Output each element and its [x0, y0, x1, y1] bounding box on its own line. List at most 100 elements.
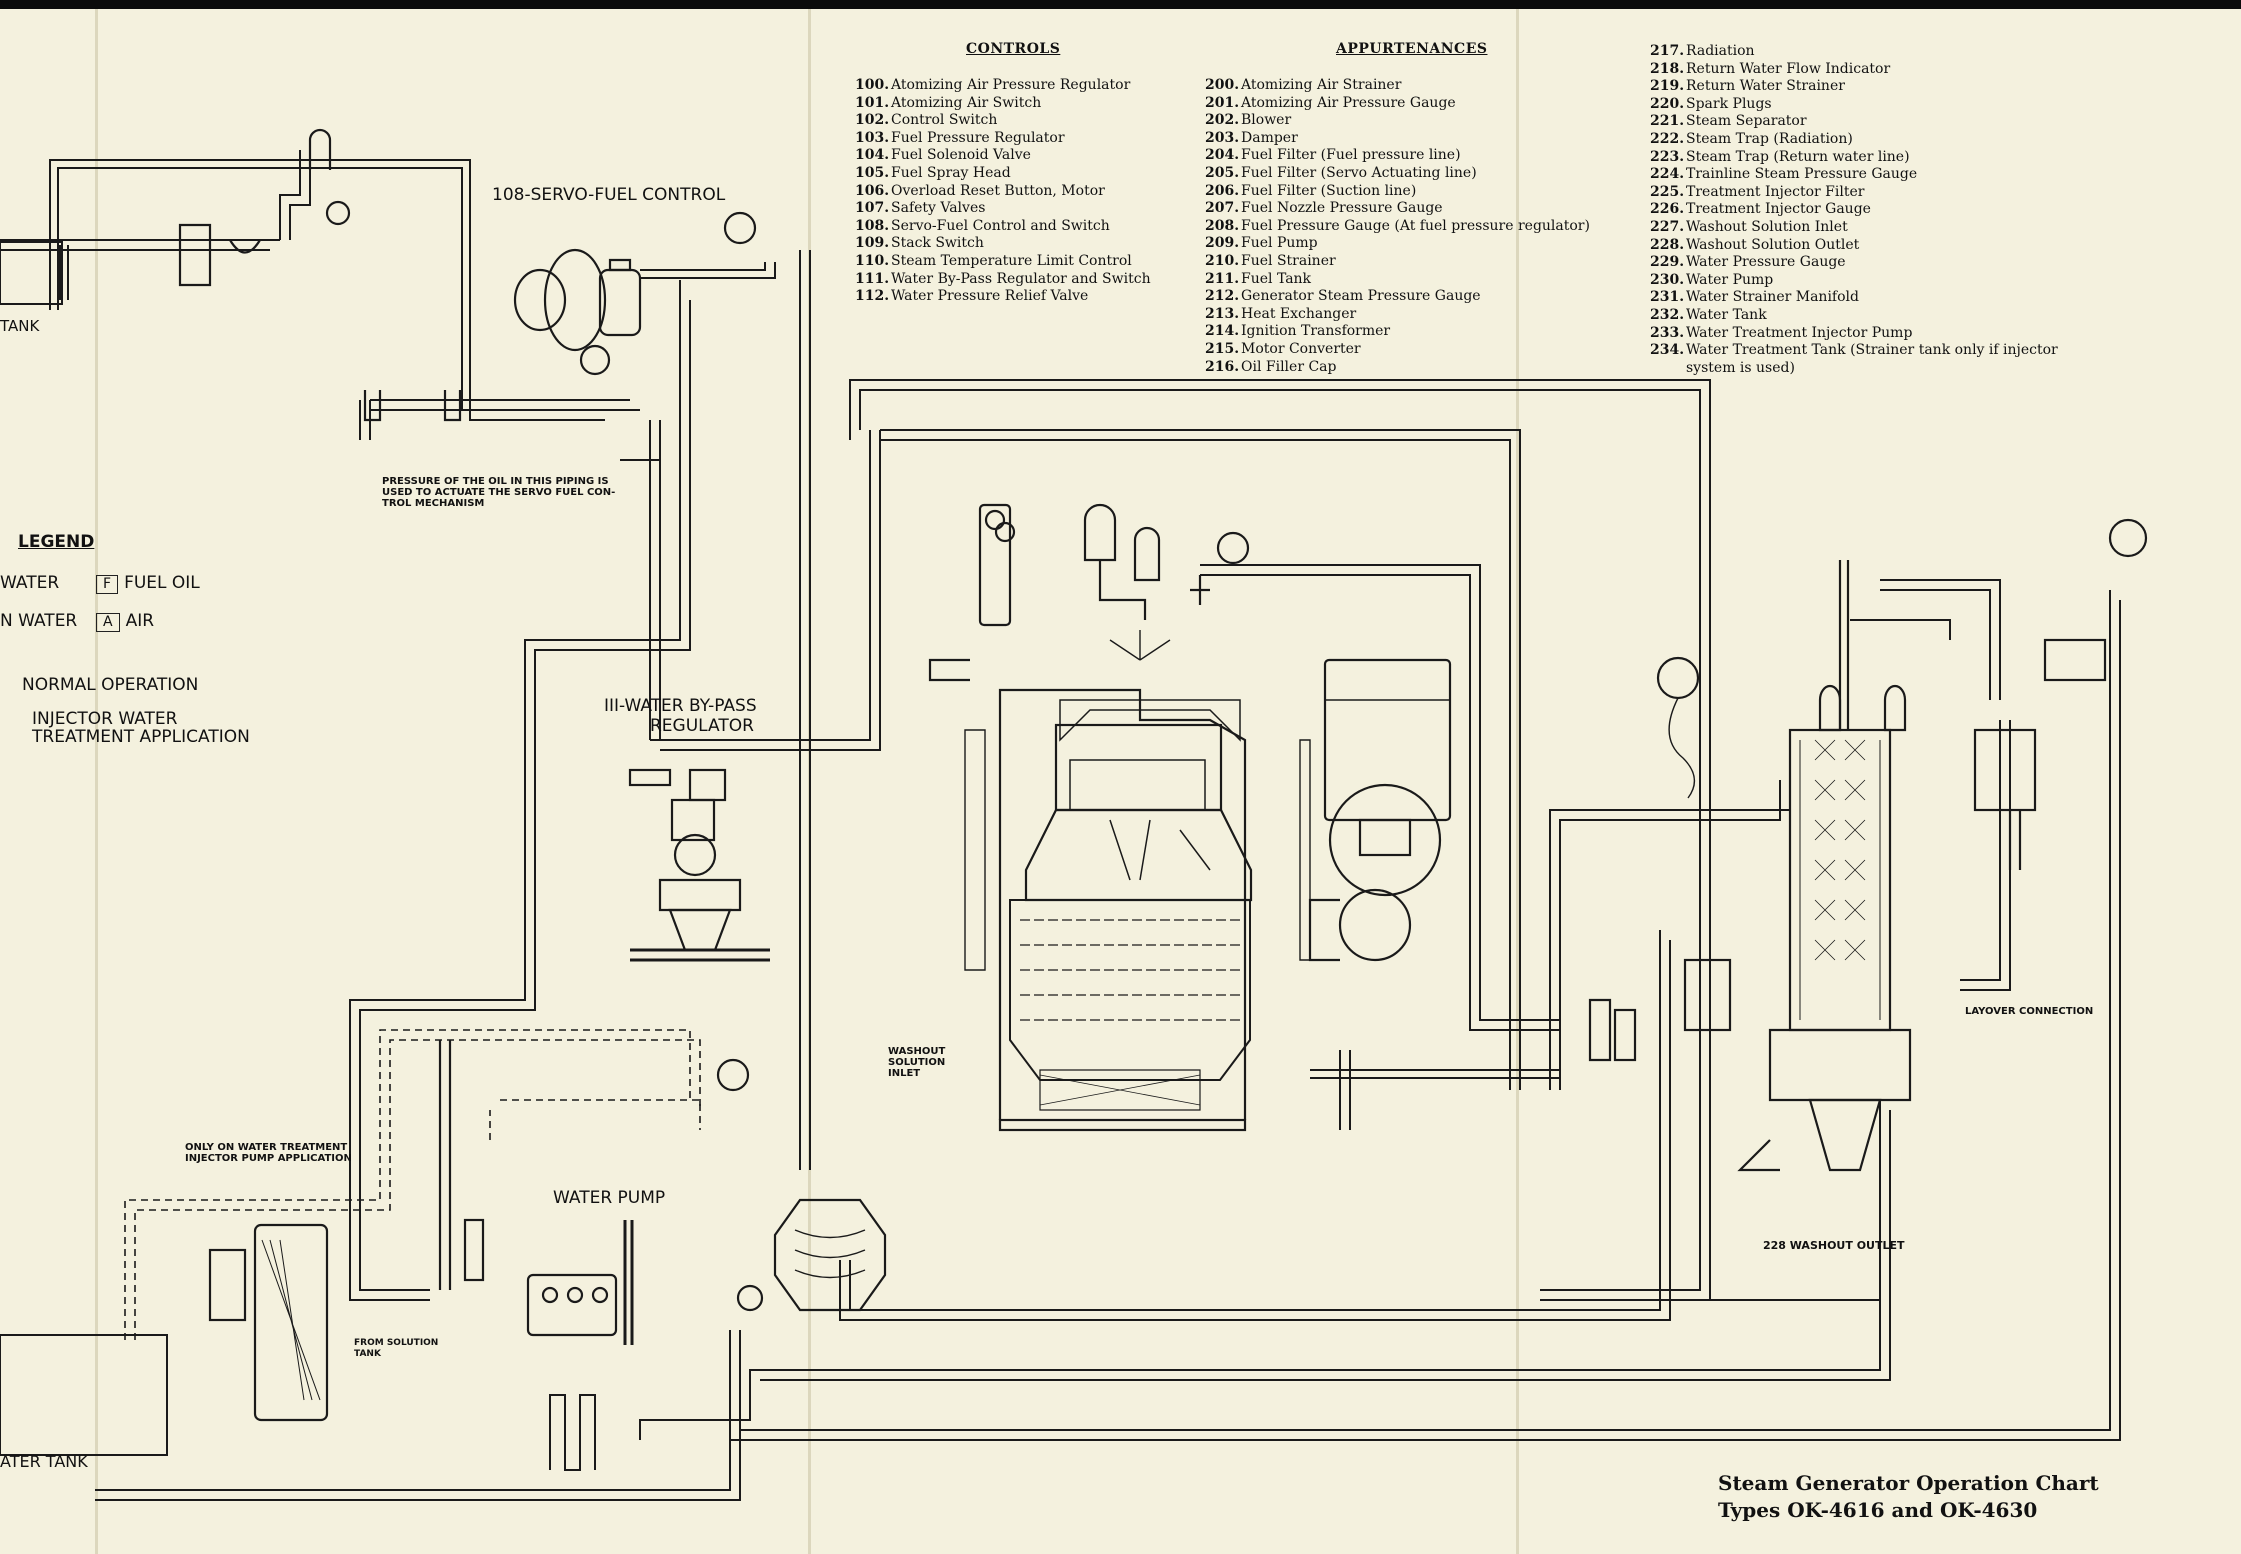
list-item: 213.Heat Exchanger — [1205, 305, 1357, 322]
list-item: 226.Treatment Injector Gauge — [1650, 201, 1871, 218]
list-item: 211.Fuel Tank — [1205, 270, 1312, 287]
steam-generator-boiler — [964, 630, 1311, 1132]
list-item: 225.Treatment Injector Filter — [1650, 183, 1865, 200]
legend-injector-1: INJECTOR WATER — [32, 709, 178, 729]
title-line-1: Steam Generator Operation Chart — [1718, 1471, 2099, 1495]
steam-separator — [1737, 560, 1912, 1172]
washout-inlet-label: WASHOUT SOLUTION INLET — [888, 1046, 946, 1079]
list-item: 217.Radiation — [1650, 43, 1755, 59]
list-item: 101.Atomizing Air Switch — [855, 94, 1042, 111]
list-item: 219.Return Water Strainer — [1650, 78, 1845, 95]
fuel-filters — [178, 128, 462, 422]
appurtenances-list-continued: 217.Radiation 218.Return Water Flow Indi… — [1650, 43, 2058, 377]
water-tank-label: ATER TANK — [0, 1452, 88, 1471]
feedwater-piping — [349, 250, 1711, 1301]
list-item: 231.Water Strainer Manifold — [1650, 289, 1859, 306]
pressure-gauges — [716, 211, 2148, 1312]
list-item: 214.Ignition Transformer — [1205, 323, 1391, 340]
fuel-tank-label: TANK — [0, 317, 40, 335]
list-item: 200.Atomizing Air Strainer — [1205, 77, 1402, 93]
list-item: 230.Water Pump — [1650, 271, 1774, 288]
fuel-tank — [0, 241, 63, 305]
list-item: 110.Steam Temperature Limit Control — [855, 252, 1132, 269]
list-item: 221.Steam Separator — [1650, 113, 1807, 130]
list-item: 215.Motor Converter — [1205, 340, 1361, 357]
heat-exchanger — [773, 1198, 887, 1312]
list-item: 112.Water Pressure Relief Valve — [855, 288, 1089, 305]
servo-fuel-control — [513, 248, 642, 376]
list-item: 222.Steam Trap (Radiation) — [1650, 130, 1853, 147]
bypass-label-2: REGULATOR — [650, 716, 754, 736]
fuel-box: F — [96, 575, 119, 594]
list-item: 111.Water By-Pass Regulator and Switch — [855, 270, 1151, 287]
list-item: 218.Return Water Flow Indicator — [1650, 60, 1891, 77]
list-item: 209.Fuel Pump — [1205, 235, 1318, 252]
fuel-piping-left — [0, 150, 640, 440]
list-item: system is used) — [1686, 359, 1795, 376]
fold-line — [1516, 9, 1519, 1554]
list-item: 227.Washout Solution Inlet — [1650, 218, 1848, 235]
list-item: 228.Washout Solution Outlet — [1650, 236, 1860, 253]
bypass-regulator — [628, 768, 770, 962]
water-pump-label: WATER PUMP — [553, 1188, 666, 1208]
steam-trap-assembly — [1588, 958, 1732, 1062]
list-item: 206.Fuel Filter (Suction line) — [1205, 182, 1417, 199]
list-item: 108.Servo-Fuel Control and Switch — [855, 217, 1110, 234]
top-edge — [0, 0, 2241, 9]
fuel-piping-top — [880, 429, 1560, 1090]
layover-label: LAYOVER CONNECTION — [1965, 1006, 2094, 1017]
list-item: 202.Blower — [1205, 112, 1292, 129]
legend-title: LEGEND — [18, 532, 95, 552]
pressure-note: PRESSURE OF THE OIL IN THIS PIPING IS US… — [382, 476, 616, 509]
list-item: 234.Water Treatment Tank (Strainer tank … — [1650, 342, 2058, 359]
air-box: A — [96, 613, 120, 632]
list-item: 100.Atomizing Air Pressure Regulator — [855, 77, 1131, 93]
legend-injector-2: TREATMENT APPLICATION — [32, 727, 250, 747]
appurtenances-heading: APPURTENANCES — [1336, 41, 1488, 57]
controls-heading: CONTROLS — [966, 41, 1061, 57]
chart-title: Steam Generator Operation Chart Types OK… — [1718, 1470, 2099, 1524]
list-item: 205.Fuel Filter (Servo Actuating line) — [1205, 164, 1477, 181]
return-water-piping — [95, 590, 2121, 1501]
washout-outlet-label: 228 WASHOUT OUTLET — [1763, 1239, 1905, 1252]
legend-water: WATER — [0, 573, 60, 593]
legend-normal: NORMAL OPERATION — [22, 675, 199, 695]
list-item: 103.Fuel Pressure Regulator — [855, 129, 1065, 146]
radiation-coil — [549, 1394, 596, 1471]
water-tank — [0, 1334, 168, 1456]
list-item: 224.Trainline Steam Pressure Gauge — [1650, 166, 1918, 183]
list-item: 229.Water Pressure Gauge — [1650, 254, 1846, 271]
list-item: 207.Fuel Nozzle Pressure Gauge — [1205, 200, 1443, 217]
list-item: 220.Spark Plugs — [1650, 95, 1772, 112]
list-item: 204.Fuel Filter (Fuel pressure line) — [1205, 147, 1461, 164]
water-pump-assembly — [438, 1040, 634, 1345]
list-item: 216.Oil Filler Cap — [1205, 358, 1337, 375]
list-item: 109.Stack Switch — [855, 235, 984, 252]
list-item: 233.Water Treatment Injector Pump — [1650, 324, 1913, 341]
water-treatment-note: ONLY ON WATER TREATMENT INJECTOR PUMP AP… — [185, 1142, 352, 1164]
list-item: 203.Damper — [1205, 129, 1298, 146]
list-item: 210.Fuel Strainer — [1205, 252, 1336, 269]
title-line-2: Types OK-4616 and OK-4630 — [1718, 1498, 2038, 1522]
solution-tank-label: FROM SOLUTION TANK — [354, 1338, 439, 1359]
fold-line — [95, 9, 98, 1554]
bypass-label-1: III-WATER BY-PASS — [604, 696, 757, 716]
list-item: 223.Steam Trap (Return water line) — [1650, 148, 1910, 165]
injector-piping — [124, 1029, 701, 1340]
legend-return-water: N WATER — [0, 611, 78, 631]
list-item: 105.Fuel Spray Head — [855, 164, 1011, 181]
controls-list: 100.Atomizing Air Pressure Regulator 101… — [855, 77, 1151, 306]
appurtenances-list: 200.Atomizing Air Strainer 201.Atomizing… — [1205, 77, 1590, 376]
water-treatment-tank — [208, 1223, 329, 1422]
list-item: 102.Control Switch — [855, 112, 998, 129]
list-item: 208.Fuel Pressure Gauge (At fuel pressur… — [1205, 217, 1590, 234]
blower-assembly — [1308, 658, 1452, 962]
list-item: 106.Overload Reset Button, Motor — [855, 182, 1105, 199]
list-item: 212.Generator Steam Pressure Gauge — [1205, 288, 1481, 305]
list-item: 107.Safety Valves — [855, 200, 986, 217]
list-item: 104.Fuel Solenoid Valve — [855, 147, 1031, 164]
